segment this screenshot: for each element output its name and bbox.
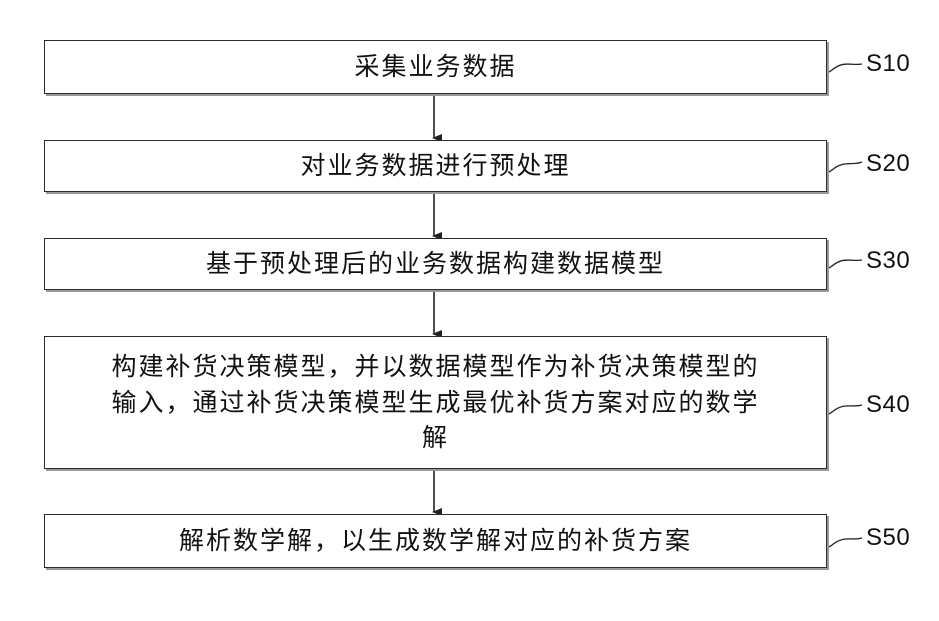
step-text-s10: 采集业务数据 (344, 49, 526, 85)
step-text-s40: 构建补货决策模型，并以数据模型作为补货决策模型的 输入，通过补货决策模型生成最优… (101, 349, 769, 456)
step-box-s50: 解析数学解，以生成数学解对应的补货方案 (44, 514, 827, 568)
step-box-s40: 构建补货决策模型，并以数据模型作为补货决策模型的 输入，通过补货决策模型生成最优… (44, 336, 827, 469)
step-text-s20: 对业务数据进行预处理 (290, 148, 580, 184)
step-label-s10: S10 (866, 50, 910, 78)
step-box-s20: 对业务数据进行预处理 (44, 140, 827, 192)
step-label-s20: S20 (866, 150, 910, 178)
step-label-s40: S40 (866, 391, 910, 419)
step-text-s30: 基于预处理后的业务数据构建数据模型 (196, 246, 675, 282)
step-box-s30: 基于预处理后的业务数据构建数据模型 (44, 238, 827, 290)
step-text-s50: 解析数学解，以生成数学解对应的补货方案 (169, 523, 702, 559)
step-box-s10: 采集业务数据 (44, 40, 827, 94)
step-label-s50: S50 (866, 524, 910, 552)
step-label-s30: S30 (866, 247, 910, 275)
